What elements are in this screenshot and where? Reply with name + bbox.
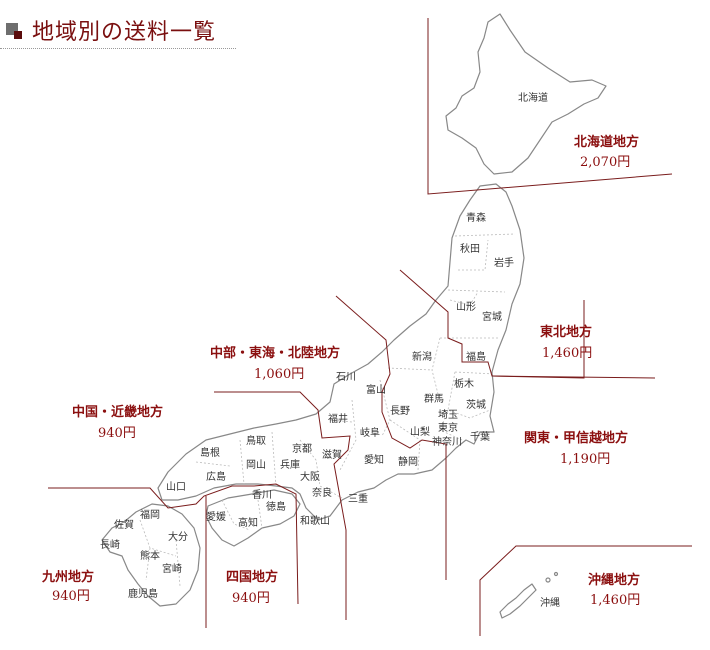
- pref-tottori: 鳥取: [246, 434, 266, 447]
- chubu-leader-line: [335, 295, 447, 580]
- pref-akita: 秋田: [460, 242, 480, 255]
- hokkaido-landmass: [445, 13, 607, 175]
- region-labels: 北海道地方 2,070円 東北地方 1,460円 中部・東海・北陸地方 1,06…: [41, 134, 640, 608]
- page-header: 地域別の送料一覧: [0, 0, 240, 52]
- kanto-boundary-line: [491, 375, 656, 379]
- pref-okayama: 岡山: [246, 459, 266, 471]
- chubu-west-line: [214, 391, 351, 620]
- pref-ishikawa: 石川: [336, 372, 356, 383]
- hokkaido-leader-line: [427, 18, 673, 195]
- region-tohoku-fee: 1,460円: [542, 346, 592, 361]
- okinawa-landmass: [499, 583, 537, 619]
- pref-iwate: 岩手: [494, 256, 514, 269]
- prefecture-borders: [139, 233, 516, 587]
- region-okinawa-fee: 1,460円: [590, 593, 640, 608]
- region-hokkaido-fee: 2,070円: [580, 155, 630, 170]
- okinawa-islet: [553, 571, 559, 577]
- pref-tochigi: 栃木: [454, 377, 474, 390]
- pref-okinawa: 沖縄: [540, 596, 560, 609]
- pref-nara: 奈良: [312, 486, 332, 499]
- pref-saitama: 埼玉: [438, 408, 458, 421]
- pref-yamagata: 山形: [456, 301, 476, 313]
- region-chubu-fee: 1,060円: [254, 367, 304, 382]
- prefecture-labels: 北海道 青森 秋田 岩手 山形 宮城 福島 新潟 石川 富山 栃木 群馬 茨城 …: [100, 91, 560, 609]
- region-shikoku-name: 四国地方: [226, 569, 278, 585]
- region-kyushu-fee: 940円: [52, 589, 90, 604]
- kyushu-landmass: [101, 503, 201, 607]
- region-kyushu-name: 九州地方: [41, 569, 94, 585]
- pref-gifu: 岐阜: [360, 426, 380, 439]
- pref-niigata: 新潟: [412, 350, 432, 363]
- pref-nagasaki: 長崎: [100, 538, 120, 551]
- title-divider: [0, 48, 236, 49]
- pref-oita: 大分: [168, 530, 188, 543]
- pref-wakayama: 和歌山: [300, 514, 330, 527]
- region-chubu-name: 中部・東海・北陸地方: [210, 345, 340, 361]
- pref-ibaraki: 茨城: [466, 398, 486, 411]
- title-square-accent-icon: [14, 31, 22, 39]
- page-title: 地域別の送料一覧: [32, 20, 217, 45]
- pref-kagoshima: 鹿児島: [128, 587, 158, 600]
- pref-miyagi: 宮城: [482, 310, 502, 323]
- pref-tokyo: 東京: [438, 421, 458, 434]
- pref-tokushima: 徳島: [266, 500, 286, 513]
- pref-kumamoto: 熊本: [140, 549, 160, 562]
- pref-shimane: 島根: [200, 446, 220, 459]
- pref-aichi: 愛知: [364, 453, 384, 466]
- okinawa-islet: [545, 577, 551, 583]
- pref-kagawa: 香川: [252, 489, 272, 501]
- pref-fukui: 福井: [328, 412, 348, 425]
- pref-ehime: 愛媛: [206, 510, 226, 523]
- pref-fukushima: 福島: [466, 350, 486, 363]
- land-outline: [101, 13, 607, 619]
- region-hokkaido-name: 北海道地方: [574, 134, 639, 150]
- pref-gunma: 群馬: [424, 392, 444, 405]
- pref-yamanashi: 山梨: [410, 425, 430, 438]
- region-shikoku-fee: 940円: [232, 591, 270, 606]
- pref-toyama: 富山: [366, 383, 386, 396]
- pref-aomori: 青森: [466, 211, 486, 224]
- region-tohoku-name: 東北地方: [540, 324, 592, 340]
- pref-miyazaki: 宮崎: [162, 562, 182, 575]
- pref-hyogo: 兵庫: [280, 458, 300, 471]
- pref-saga: 佐賀: [114, 519, 134, 531]
- region-kanto-name: 関東・甲信越地方: [524, 430, 628, 446]
- okinawa-leader-line: [479, 545, 692, 636]
- chugoku-leader-line: [48, 483, 299, 605]
- pref-kanagawa: 神奈川: [432, 435, 462, 448]
- pref-shiga: 滋賀: [322, 448, 342, 461]
- pref-hiroshima: 広島: [206, 470, 226, 483]
- honshu-landmass: [157, 183, 525, 521]
- pref-fukuoka: 福岡: [140, 508, 160, 521]
- region-lines: [48, 18, 692, 636]
- region-chugoku-fee: 940円: [98, 426, 136, 441]
- pref-chiba: 千葉: [470, 430, 490, 443]
- pref-mie: 三重: [348, 492, 368, 505]
- region-okinawa-name: 沖縄地方: [588, 572, 640, 588]
- pref-kyoto: 京都: [292, 442, 312, 455]
- region-kanto-fee: 1,190円: [560, 452, 610, 467]
- pref-osaka: 大阪: [300, 470, 320, 483]
- shikoku-landmass: [205, 489, 301, 547]
- pref-yamaguchi: 山口: [166, 481, 186, 493]
- region-chugoku-name: 中国・近畿地方: [72, 404, 163, 420]
- tohoku-leader-line: [399, 269, 585, 379]
- pref-shizuoka: 静岡: [398, 455, 418, 468]
- pref-kochi: 高知: [238, 516, 258, 529]
- pref-hokkaido: 北海道: [518, 91, 548, 104]
- pref-nagano: 長野: [390, 405, 410, 417]
